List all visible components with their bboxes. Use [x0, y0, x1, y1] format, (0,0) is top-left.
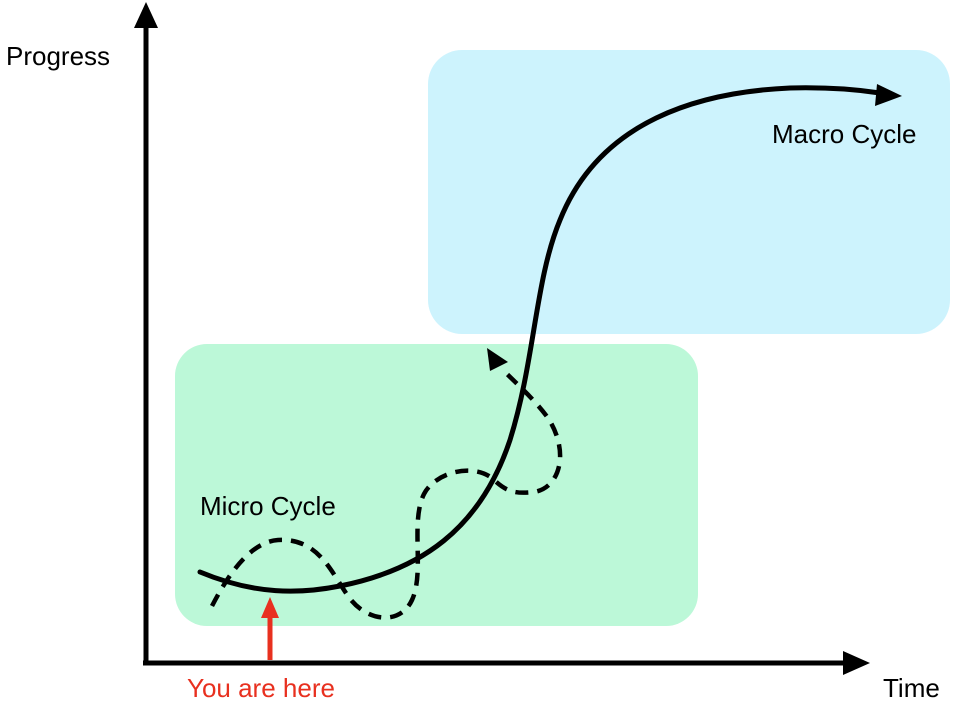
micro-cycle-dashed-path	[210, 370, 563, 620]
x-axis-label: Time	[883, 673, 940, 703]
micro-cycle-label: Micro Cycle	[200, 491, 336, 521]
macro-cycle-arrowhead	[875, 84, 902, 106]
x-axis-arrowhead	[843, 651, 870, 675]
micro-cycle-region	[175, 344, 698, 626]
y-axis-arrowhead	[134, 2, 158, 28]
micro-cycle-arrowhead	[487, 348, 508, 371]
macro-cycle-region	[428, 50, 950, 334]
you-are-here-arrowhead	[261, 597, 279, 618]
macro-cycle-s-curve	[197, 85, 883, 594]
macro-cycle-label: Macro Cycle	[772, 119, 916, 149]
you-are-here-label: You are here	[187, 673, 335, 703]
y-axis-label: Progress	[6, 41, 110, 71]
